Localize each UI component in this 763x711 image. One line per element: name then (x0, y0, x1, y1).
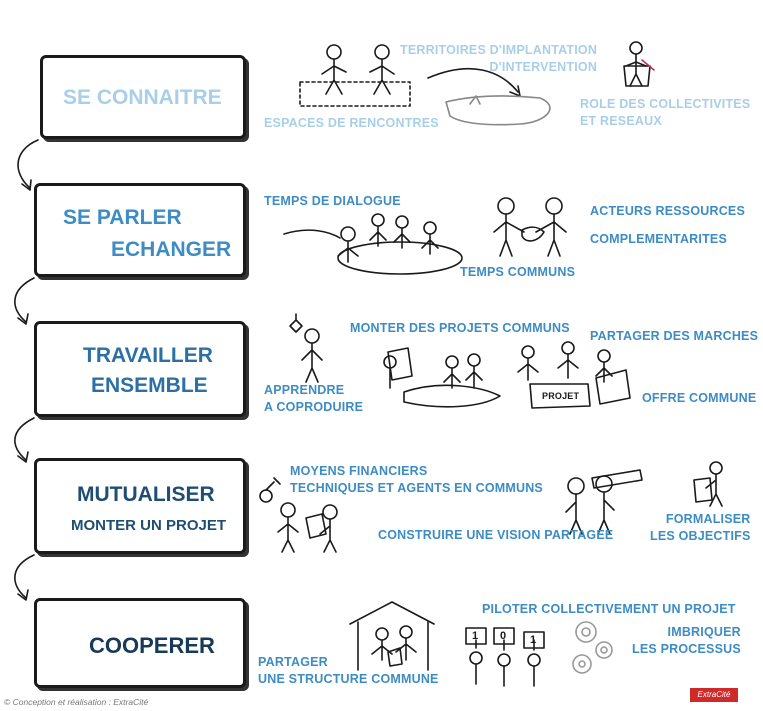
step-box-se-parler: SE PARLER ECHANGER (34, 183, 246, 277)
work-together-sketch (289, 313, 631, 409)
step-title-line1: TRAVAILLER (83, 344, 213, 367)
step-box-mutualiser: MUTUALISER MONTER UN PROJET (34, 458, 246, 554)
label-partager-marches: PARTAGER DES MARCHES (590, 329, 759, 343)
label-offre: OFFRE COMMUNE (642, 391, 757, 405)
label-monter-projets: MONTER DES PROJETS COMMUNS (350, 321, 570, 335)
step-title: SE CONNAITRE (63, 86, 222, 109)
cooperate-sketch (349, 601, 613, 687)
sign-0: 0 (500, 630, 507, 642)
step-box-cooperer: COOPERER (34, 598, 246, 688)
step-title: COOPERER (89, 633, 215, 658)
step-title-line2: ECHANGER (111, 238, 232, 261)
label-temps-communs: TEMPS COMMUNS (460, 265, 576, 279)
sign-1b: 1 (530, 634, 537, 646)
credit-text: © Conception et réalisation : ExtraCité (4, 697, 149, 707)
label-vision: CONSTRUIRE UNE VISION PARTAGEE (378, 528, 614, 542)
step-title-line2: ENSEMBLE (91, 374, 208, 397)
label-acteurs: ACTEURS RESSOURCES (590, 204, 746, 218)
dialogue-sketch (283, 197, 567, 275)
label-dialogue: TEMPS DE DIALOGUE (264, 194, 401, 208)
mutualise-sketch (259, 461, 723, 553)
sign-1: 1 (472, 630, 479, 642)
projet-sign: PROJET (542, 391, 580, 401)
step-box-se-connaitre: SE CONNAITRE (40, 55, 246, 139)
step-title-line1: SE PARLER (63, 206, 182, 229)
label-piloter: PILOTER COLLECTIVEMENT UN PROJET (482, 602, 736, 616)
step-title-line2: MONTER UN PROJET (71, 517, 227, 534)
label-espaces: ESPACES DE RENCONTRES (264, 116, 439, 130)
connector-arrows (14, 139, 39, 601)
meeting-sketch (299, 41, 655, 126)
brand-logo: ExtraCité (690, 688, 738, 702)
label-complementarites: COMPLEMENTARITES (590, 232, 727, 246)
step-title-line1: MUTUALISER (77, 483, 215, 506)
step-box-travailler-ensemble: TRAVAILLER ENSEMBLE (34, 321, 246, 417)
